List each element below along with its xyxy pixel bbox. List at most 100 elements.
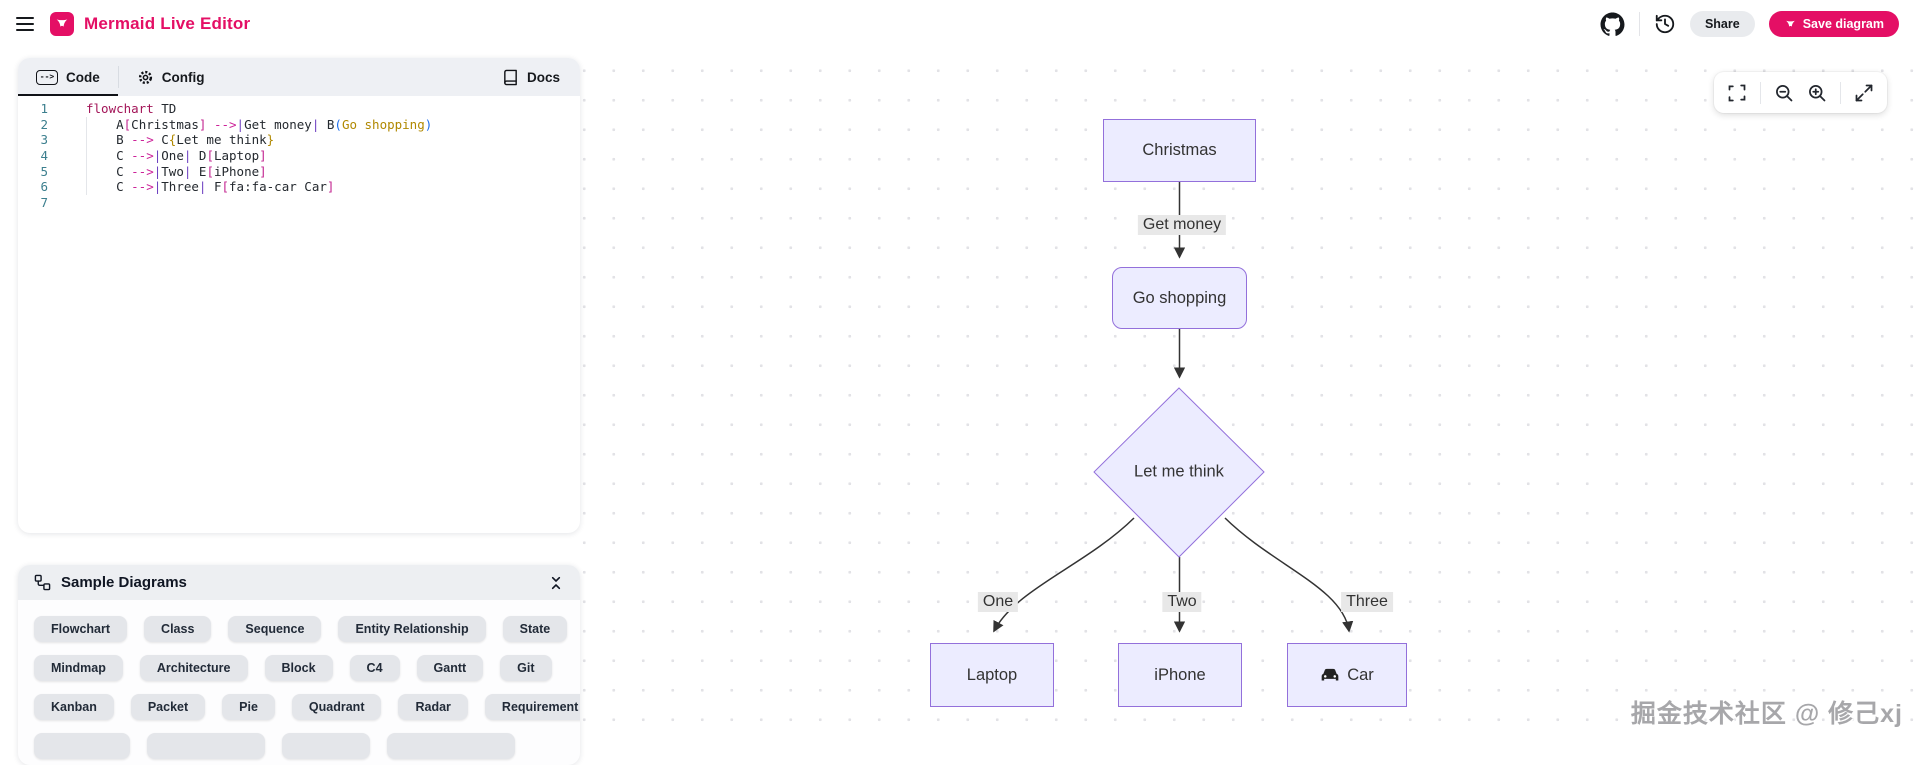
docs-label: Docs: [526, 69, 560, 85]
menu-icon[interactable]: [16, 17, 34, 31]
active-tab-underline: [18, 93, 118, 96]
code-line[interactable]: 2 A[Christmas] -->|Get money| B(Go shopp…: [18, 117, 580, 133]
sample-diagram-button[interactable]: Pie: [222, 694, 275, 720]
car-icon: [1321, 668, 1339, 680]
line-number: 5: [40, 163, 48, 179]
sample-diagram-button-partial[interactable]: [282, 733, 370, 759]
sample-diagram-button[interactable]: Block: [264, 655, 333, 681]
edge-label-get-money: Get money: [1137, 215, 1227, 235]
line-number: 4: [40, 148, 48, 164]
sample-diagrams-header: Sample Diagrams: [18, 565, 580, 600]
code-line-text: C -->|Two| E[iPhone]: [86, 163, 267, 179]
gear-icon: [138, 70, 152, 84]
edge-label-two: Two: [1162, 592, 1202, 612]
code-line-text: flowchart TD: [86, 101, 177, 116]
sample-diagram-button[interactable]: Sequence: [228, 616, 322, 642]
node-label: Go shopping: [1132, 288, 1227, 307]
docs-button[interactable]: Docs: [502, 69, 560, 86]
node-label: iPhone: [1154, 665, 1206, 684]
zoom-in-icon[interactable]: [1807, 83, 1827, 103]
tab-config[interactable]: Config: [119, 58, 223, 96]
sample-diagram-button[interactable]: Gantt: [416, 655, 484, 681]
zoom-out-icon[interactable]: [1774, 83, 1794, 103]
sample-diagram-button[interactable]: Radar: [398, 694, 468, 720]
sample-diagram-button-partial[interactable]: [147, 733, 265, 759]
line-number: 3: [40, 132, 48, 148]
code-line[interactable]: 1 flowchart TD: [18, 101, 580, 117]
tab-code[interactable]: --> Code: [18, 58, 118, 96]
node-label: Car: [1347, 665, 1374, 684]
resize-icon[interactable]: [1854, 83, 1874, 103]
mermaid-logo-icon[interactable]: [50, 12, 74, 36]
sample-diagram-button-partial[interactable]: [387, 733, 515, 759]
sample-diagram-button[interactable]: Class: [144, 616, 212, 642]
code-line[interactable]: 3 B --> C{Let me think}: [18, 132, 580, 148]
sample-diagrams-panel: Sample Diagrams Flowchart Class Sequence En…: [18, 565, 580, 765]
workflow-icon: [34, 574, 51, 591]
github-icon[interactable]: [1600, 12, 1625, 37]
sample-diagram-button[interactable]: Kanban: [34, 694, 114, 720]
code-line[interactable]: 7: [18, 195, 580, 211]
canvas-toolbar: [1714, 72, 1887, 113]
flowchart-node-let-me-think-label: Let me think: [1134, 462, 1224, 481]
edge-label-one: One: [977, 592, 1019, 612]
code-line[interactable]: 4 C -->|One| D[Laptop]: [18, 148, 580, 164]
code-tab-icon: -->: [36, 69, 58, 85]
history-icon[interactable]: [1654, 13, 1676, 35]
toolbar-divider: [1760, 81, 1761, 104]
sample-diagram-button[interactable]: Entity Relationship: [338, 616, 486, 642]
edge-label-three: Three: [1341, 592, 1393, 612]
code-line-text: C -->|Three| F[fa:fa-car Car]: [86, 179, 335, 195]
sample-rows: Flowchart Class Sequence Entity Relationshi…: [18, 600, 580, 759]
page-title: Mermaid Live Editor: [84, 14, 251, 33]
code-line[interactable]: 5 C -->|Two| E[iPhone]: [18, 164, 580, 180]
book-icon: [504, 69, 517, 85]
sample-diagram-button[interactable]: Mindmap: [34, 655, 123, 681]
sample-diagram-button[interactable]: Git: [500, 655, 552, 681]
sample-diagram-button[interactable]: Quadrant: [291, 694, 382, 720]
sample-diagram-button[interactable]: State: [502, 616, 568, 642]
tab-config-label: Config: [161, 69, 205, 85]
line-number: 2: [40, 116, 48, 132]
node-label: Christmas: [1142, 141, 1217, 159]
code-line-text: [48, 195, 86, 211]
sample-diagram-button[interactable]: Requirement: [484, 694, 580, 720]
diagram-canvas[interactable]: Christmas Go shopping Let me think Lapto…: [580, 48, 1915, 736]
code-line-text: C -->|One| D[Laptop]: [86, 148, 267, 164]
line-number: 6: [40, 179, 48, 195]
code-line-text: B --> C{Let me think}: [86, 132, 275, 148]
tab-divider: [117, 66, 119, 88]
node-label: Laptop: [966, 665, 1018, 684]
flowchart-node-laptop: Laptop: [930, 643, 1054, 707]
line-number: 7: [40, 195, 48, 211]
sample-diagrams-title: Sample Diagrams: [61, 574, 187, 591]
mermaid-mini-icon: [1785, 20, 1795, 27]
flowchart-node-go-shopping: Go shopping: [1112, 267, 1247, 329]
header-divider: [1638, 12, 1640, 36]
flowchart-node-christmas: Christmas: [1103, 119, 1256, 182]
sample-diagram-button[interactable]: Packet: [130, 694, 206, 720]
indent-guide: [86, 117, 87, 195]
app-header: Mermaid Live Editor Share Save diagram: [0, 0, 1915, 48]
tab-code-label: Code: [66, 69, 100, 85]
save-diagram-button[interactable]: Save diagram: [1768, 11, 1899, 37]
sample-diagram-button[interactable]: Flowchart: [34, 616, 128, 642]
sample-diagram-button[interactable]: C4: [349, 655, 400, 681]
flowchart-node-car: Car: [1287, 643, 1407, 707]
fullscreen-icon[interactable]: [1727, 83, 1747, 103]
collapse-icon[interactable]: [548, 575, 564, 591]
flowchart-node-iphone: iPhone: [1118, 643, 1242, 707]
line-number: 1: [40, 101, 48, 116]
toolbar-divider: [1840, 81, 1841, 104]
code-line-text: A[Christmas] -->|Get money| B(Go shoppin…: [86, 116, 433, 132]
sample-diagram-button-partial[interactable]: [34, 733, 130, 759]
share-button[interactable]: Share: [1689, 11, 1755, 37]
editor-tabbar: --> Code Config Docs: [18, 58, 580, 96]
code-line[interactable]: 6 C -->|Three| F[fa:fa-car Car]: [18, 179, 580, 195]
sample-diagram-button[interactable]: Architecture: [139, 655, 248, 681]
save-diagram-label: Save diagram: [1802, 17, 1884, 31]
watermark: 掘金技术社区 @ 修己xj: [1630, 700, 1903, 728]
